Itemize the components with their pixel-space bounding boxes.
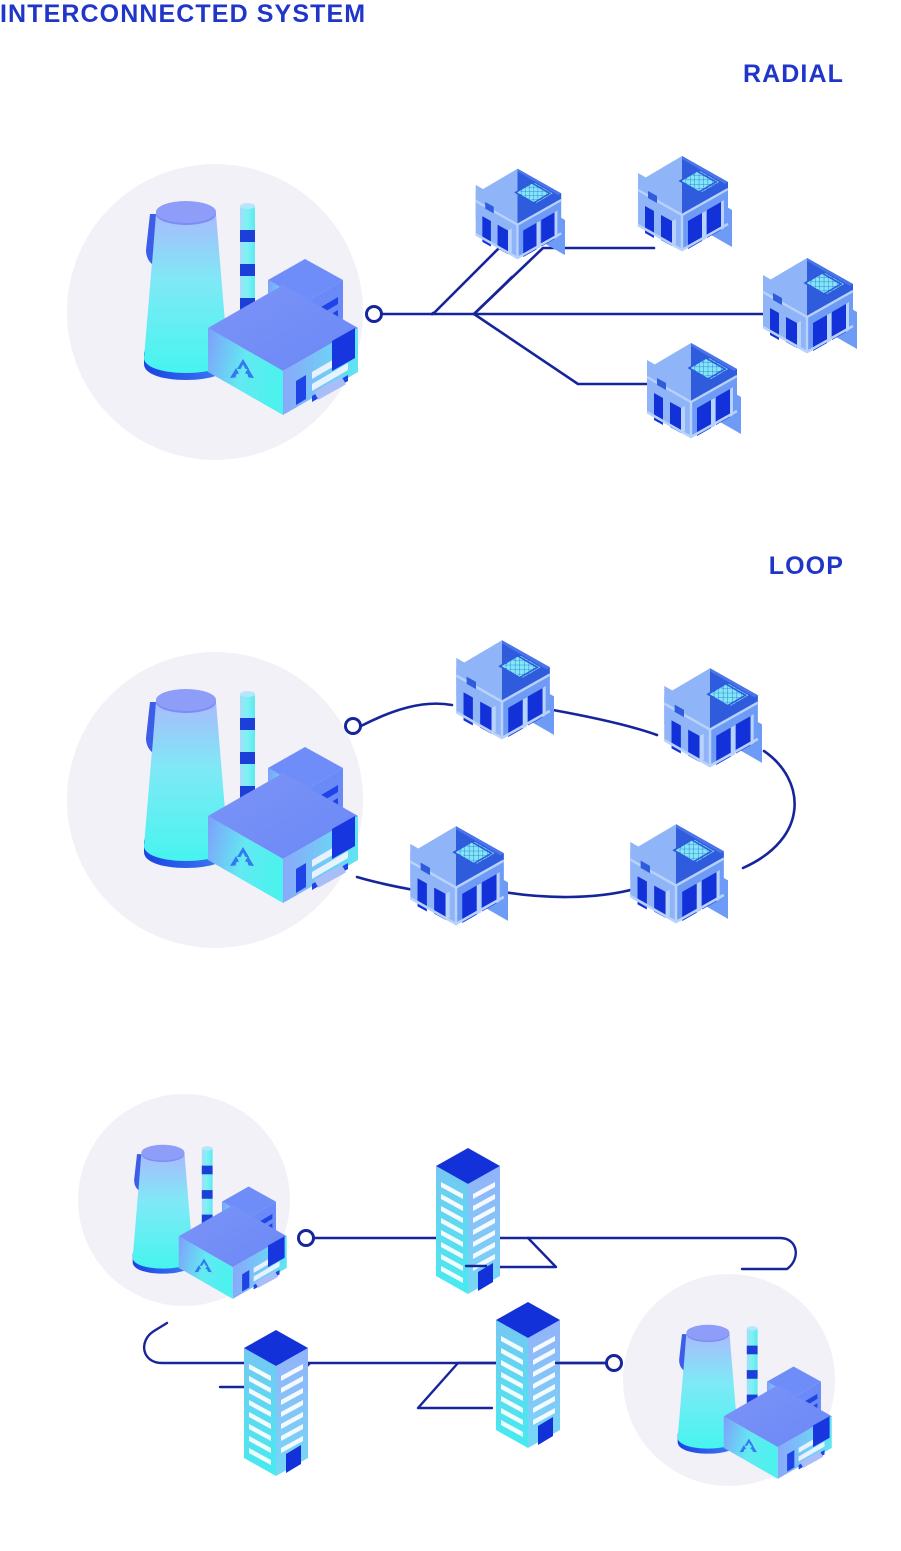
- solar-house: [636, 154, 734, 252]
- source-node-radial: [365, 305, 383, 323]
- solar-house: [662, 666, 764, 768]
- solar-house: [408, 824, 510, 926]
- loop-ring-wires: [355, 702, 796, 899]
- section-interconnected: [78, 1094, 835, 1486]
- source-node-left: [297, 1229, 315, 1247]
- office-tower: [496, 1302, 560, 1448]
- section-title-radial: RADIAL: [742, 60, 844, 88]
- solar-house: [761, 256, 859, 354]
- solar-house: [454, 638, 556, 740]
- section-loop: [67, 638, 796, 948]
- office-tower: [244, 1330, 308, 1476]
- source-node-right: [605, 1354, 623, 1372]
- interconnected-wire-stubs: [464, 1264, 609, 1365]
- office-tower: [436, 1148, 500, 1294]
- solar-house: [474, 167, 567, 260]
- source-node-loop: [344, 717, 362, 735]
- section-title-loop: LOOP: [768, 552, 844, 580]
- power-plant-radial: [144, 170, 358, 415]
- section-title-interconnected: INTERCONNECTED SYSTEM: [0, 0, 367, 28]
- solar-house: [628, 822, 730, 924]
- power-plant-loop: [144, 658, 358, 903]
- section-radial: [67, 154, 859, 460]
- radial-feeder-wires: [380, 242, 792, 386]
- solar-house: [645, 341, 743, 439]
